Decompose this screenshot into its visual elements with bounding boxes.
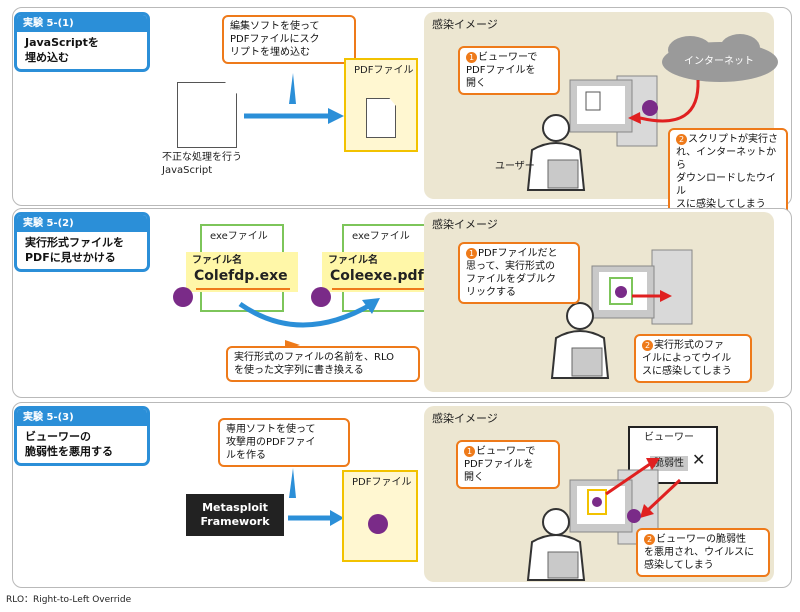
pdf-document-icon — [366, 98, 396, 138]
label-tag: 実験 — [23, 412, 43, 423]
chair-icon — [571, 347, 603, 377]
exe-file-label: exeファイル — [352, 231, 410, 242]
chair-icon — [547, 159, 579, 189]
panel-1-callout: 編集ソフトを使って PDFファイルにスク リプトを埋め込む — [222, 15, 356, 64]
label-title-line: JavaScriptを — [25, 36, 99, 49]
infection-title: 感染イメージ — [432, 412, 498, 425]
label-title-line: ビューワーの — [25, 430, 91, 443]
panel-1-label: 実験 5-(1) JavaScriptを 埋め込む — [14, 12, 150, 72]
file-name-right: ファイル名 Coleexe.pdf — [322, 252, 434, 292]
close-icon: ✕ — [692, 450, 706, 469]
chair-icon — [547, 551, 579, 579]
source-caption: 不正な処理を行う JavaScript — [162, 152, 242, 176]
label-title-line: PDFに見せかける — [25, 251, 116, 264]
script-document-icon — [177, 82, 237, 148]
infection-title: 感染イメージ — [432, 18, 498, 31]
virus-icon — [642, 100, 658, 116]
file-name-right-value: Coleexe.pdf — [330, 268, 424, 284]
label-tag: 実験 — [23, 218, 43, 229]
footnote: RLO：Right-to-Left Override — [6, 595, 132, 605]
panel-2-callout: 実行形式のファイルの名前を、RLO を使った文字列に書き換える — [226, 346, 420, 382]
label-tag: 実験 — [23, 18, 43, 29]
panel-2-label: 実験 5-(2) 実行形式ファイルを PDFに見せかける — [14, 212, 150, 272]
virus-icon-left — [173, 287, 193, 307]
metasploit-tool: Metasploit Framework — [186, 494, 284, 536]
pdf-file-box: PDFファイル — [344, 58, 418, 152]
transfer-arrowhead — [328, 108, 344, 124]
vulnerability-label: 脆弱性 — [650, 456, 688, 471]
virus-icon — [368, 514, 388, 534]
label-id: 5-(1) — [46, 18, 74, 29]
user-head-icon — [542, 114, 570, 142]
cloud-label: インターネット — [684, 56, 754, 67]
rename-arrow — [238, 301, 374, 328]
label-title-line: 脆弱性を悪用する — [25, 445, 113, 458]
label-id: 5-(3) — [46, 412, 74, 423]
exe-file-label: exeファイル — [210, 231, 268, 242]
user-head-icon — [566, 302, 594, 330]
pdf-file-label: PDFファイル — [354, 65, 414, 76]
pdf-file-label: PDFファイル — [352, 477, 412, 488]
virus-icon-right — [311, 287, 331, 307]
download-arrow — [639, 79, 700, 123]
exploit-arrow — [605, 462, 651, 496]
virus-icon — [627, 509, 641, 523]
label-title-line: 埋め込む — [25, 51, 69, 64]
file-name-left: ファイル名 Colefdp.exe — [186, 252, 298, 292]
panel-3-label: 実験 5-(3) ビューワーの 脆弱性を悪用する — [14, 406, 150, 466]
user-label: ユーザー — [495, 161, 535, 172]
infection-title: 感染イメージ — [432, 218, 498, 231]
panel-3-callout: 専用ソフトを使って 攻撃用のPDFファイ ルを作る — [218, 418, 350, 467]
infect-arrow — [646, 478, 682, 512]
label-title-line: 実行形式ファイルを — [25, 236, 124, 249]
callout-pointer-arrow — [289, 73, 296, 104]
viewer-label: ビューワー — [644, 432, 694, 443]
user-head-icon — [542, 508, 570, 536]
label-id: 5-(2) — [46, 218, 74, 229]
pdf-screen-icon — [585, 91, 601, 111]
file-name-left-value: Colefdp.exe — [194, 268, 288, 284]
